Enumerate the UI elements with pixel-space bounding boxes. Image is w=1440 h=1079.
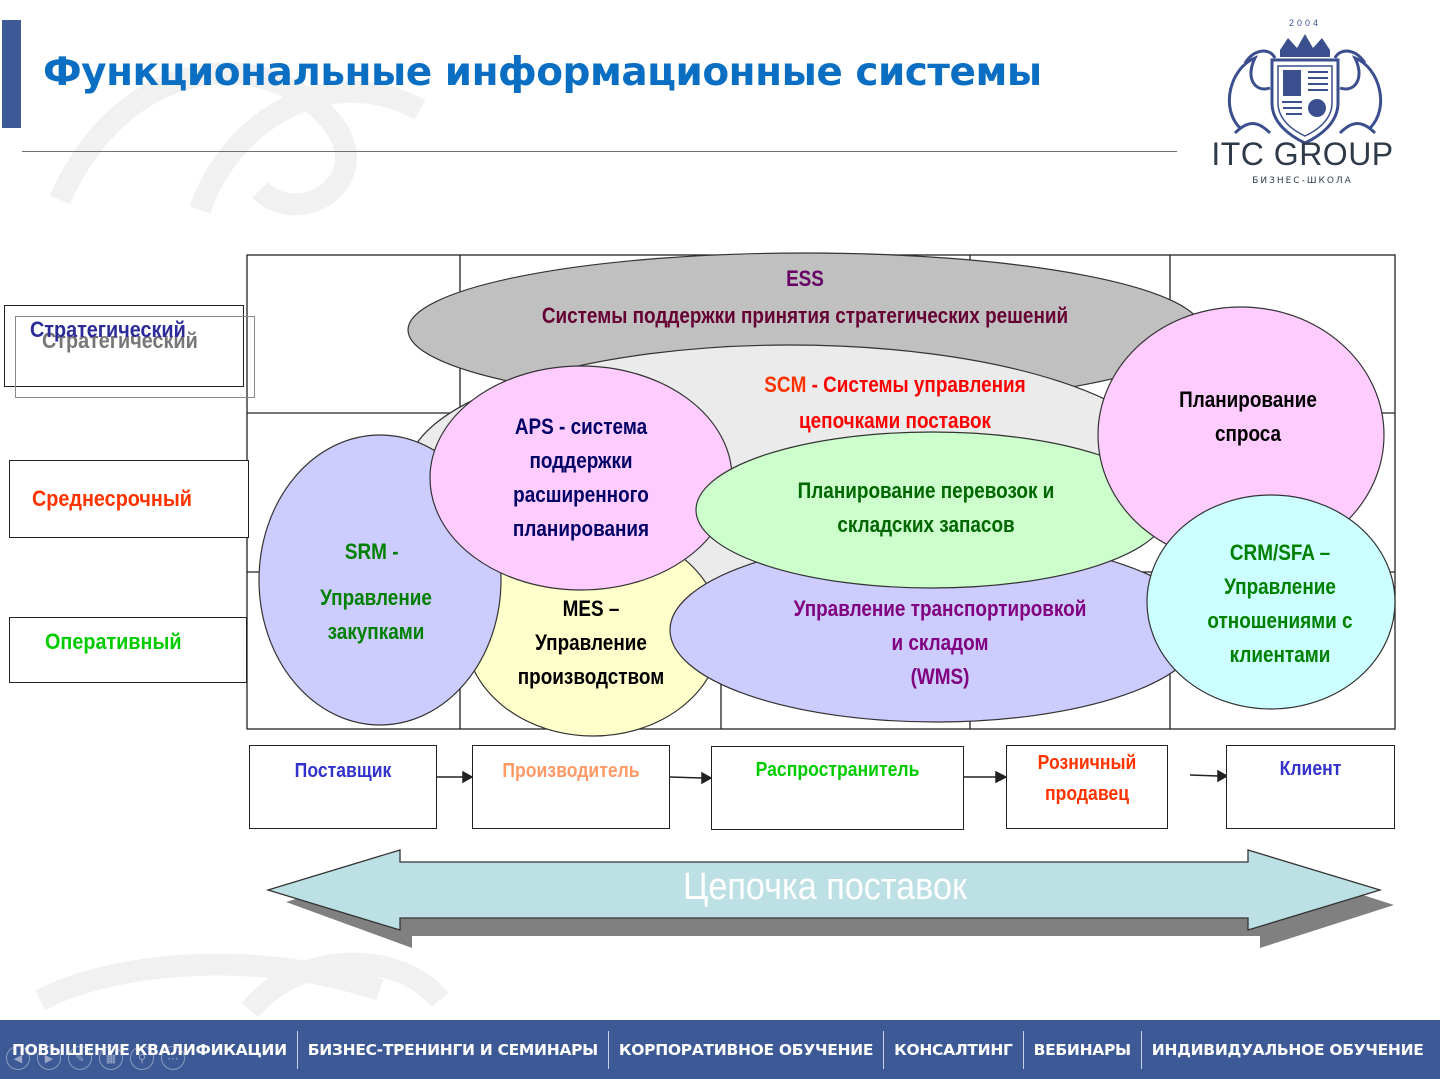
- previous-slide-icon[interactable]: ◀: [6, 1046, 30, 1070]
- transport-planning-line: складских запасов: [837, 512, 1015, 537]
- level-label-strategic: Стратегический: [30, 317, 186, 342]
- wms-line: и складом: [891, 630, 989, 655]
- title-divider: [22, 151, 1177, 152]
- srm-line: закупками: [327, 619, 425, 644]
- footer-link-consulting[interactable]: КОНСАЛТИНГ: [894, 1040, 1013, 1059]
- chain-label-manufacturer: Производитель: [502, 760, 640, 782]
- aps-label: APS - система поддержки расширенного пла…: [477, 410, 685, 546]
- pen-icon[interactable]: ✎: [68, 1046, 92, 1070]
- next-slide-icon[interactable]: ▶: [37, 1046, 61, 1070]
- ess-acronym: ESS: [786, 266, 824, 291]
- level-box-medium-term: [9, 460, 249, 538]
- srm-label: SRM - Управление закупками: [299, 535, 454, 649]
- demand-planning-label: Планирование спроса: [1162, 383, 1334, 451]
- aps-line: поддержки: [529, 448, 633, 473]
- logo-name: ITC GROUP: [1211, 136, 1394, 172]
- coat-of-arms-icon: 2004: [1227, 18, 1383, 145]
- crm-line: Управление: [1224, 574, 1336, 599]
- footer-link-trainings[interactable]: БИЗНЕС-ТРЕНИНГИ И СЕМИНАРЫ: [307, 1040, 598, 1059]
- supply-chain-arrow: [265, 849, 1383, 931]
- mes-line: MES –: [562, 596, 620, 621]
- slides-overview-icon[interactable]: ▦: [99, 1046, 123, 1070]
- scm-description: цепочками поставок: [799, 408, 991, 433]
- level-box-operational: [9, 617, 247, 683]
- ess-description: Системы поддержки принятия стратегически…: [541, 303, 1069, 328]
- aps-line: планирования: [512, 516, 650, 541]
- transport-planning-line: Планирование перевозок и: [797, 478, 1055, 503]
- chain-box-distributor: Распространитель: [711, 746, 964, 830]
- crm-ellipse: [1146, 494, 1396, 710]
- chain-box-supplier: Поставщик: [249, 745, 437, 829]
- zoom-icon[interactable]: ⚲: [130, 1046, 154, 1070]
- level-box-strategic: [4, 305, 244, 387]
- level-label-operational: Оперативный: [45, 629, 182, 654]
- title-accent-bar: [2, 20, 21, 128]
- aps-line: APS - система: [514, 414, 648, 439]
- chain-label-supplier: Поставщик: [294, 760, 392, 782]
- supply-chain-arrow-label: Цепочка поставок: [683, 866, 967, 908]
- chain-label-retailer-line: Розничный: [1037, 752, 1137, 774]
- scm-label: SCM - Системы управления цепочками поста…: [719, 368, 1072, 438]
- footer-link-webinars[interactable]: ВЕБИНАРЫ: [1033, 1040, 1131, 1059]
- level-label-strategic-shadow: Стратегический: [42, 328, 198, 353]
- srm-line: Управление: [320, 585, 432, 610]
- mes-line: производством: [517, 664, 665, 689]
- footer-nav: ПОВЫШЕНИЕ КВАЛИФИКАЦИИ БИЗНЕС-ТРЕНИНГИ И…: [12, 1020, 1434, 1079]
- footer-link-individual[interactable]: ИНДИВИДУАЛЬНОЕ ОБУЧЕНИЕ: [1151, 1040, 1424, 1059]
- footer-separator: [1140, 1030, 1142, 1069]
- footer-separator: [607, 1030, 609, 1069]
- mes-line: Управление: [535, 630, 647, 655]
- chain-label-retailer: Розничный продавец: [1017, 748, 1158, 810]
- mes-label: MES – Управление производством: [505, 592, 677, 694]
- chain-label-retailer-line: продавец: [1044, 783, 1130, 805]
- aps-line: расширенного: [513, 482, 649, 507]
- footer-link-corporate[interactable]: КОРПОРАТИВНОЕ ОБУЧЕНИЕ: [618, 1040, 874, 1059]
- chain-box-manufacturer: Производитель: [472, 745, 670, 829]
- crm-line: клиентами: [1229, 642, 1331, 667]
- demand-planning-line: спроса: [1214, 421, 1282, 446]
- logo-year: 2004: [1289, 18, 1321, 28]
- wms-label: Управление транспортировкой и складом (W…: [768, 592, 1112, 694]
- slide-player-controls: ◀ ▶ ✎ ▦ ⚲ ⋯: [6, 1046, 185, 1070]
- footer-separator: [1022, 1030, 1024, 1069]
- functional-systems-diagram: [246, 252, 1396, 948]
- crm-line: CRM/SFA –: [1229, 540, 1331, 565]
- scm-acronym: SCM: [764, 372, 807, 397]
- level-box-strategic-shadow: [15, 316, 255, 398]
- footer-bar: ПОВЫШЕНИЕ КВАЛИФИКАЦИИ БИЗНЕС-ТРЕНИНГИ И…: [0, 1020, 1440, 1079]
- crm-label: CRM/SFA – Управление отношениями с клиен…: [1185, 536, 1374, 672]
- level-label-medium-term: Среднесрочный: [32, 486, 192, 511]
- scm-title: SCM - Системы управления: [719, 368, 1072, 402]
- wms-line: Управление транспортировкой: [793, 596, 1087, 621]
- chain-label-client: Клиент: [1279, 758, 1342, 780]
- chain-box-client: Клиент: [1226, 745, 1395, 829]
- footer-separator: [883, 1030, 885, 1069]
- footer-separator: [296, 1030, 298, 1069]
- chain-box-retailer: Розничный продавец: [1006, 745, 1168, 829]
- chain-connectors: [437, 769, 1229, 785]
- logo-subtitle: БИЗНЕС-ШКОЛА: [1252, 176, 1353, 186]
- scm-title-rest: - Системы управления: [806, 372, 1026, 397]
- wms-line: (WMS): [910, 664, 970, 689]
- crm-line: отношениями с: [1207, 608, 1353, 633]
- chain-label-distributor: Распространитель: [755, 759, 920, 781]
- ess-label: ESS Системы поддержки принятия стратегич…: [461, 262, 1149, 333]
- more-options-icon[interactable]: ⋯: [161, 1046, 185, 1070]
- srm-line: SRM -: [344, 539, 399, 564]
- transport-planning-label: Планирование перевозок и складских запас…: [754, 474, 1098, 542]
- page-title: Функциональные информационные системы: [43, 50, 1042, 95]
- demand-planning-line: Планирование: [1179, 387, 1317, 412]
